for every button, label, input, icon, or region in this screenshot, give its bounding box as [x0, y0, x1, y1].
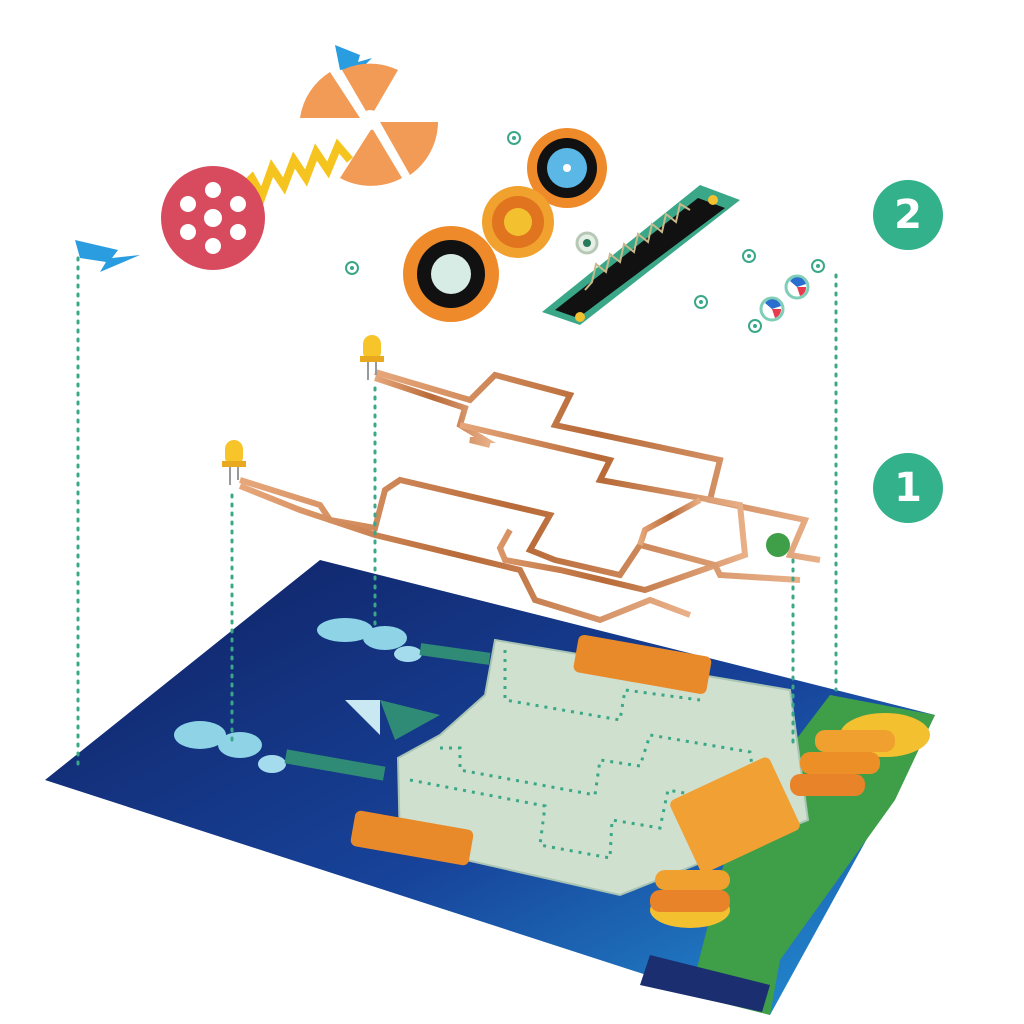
decorative-bumps: [650, 713, 930, 928]
connector-top: [573, 634, 712, 694]
lamp-icon: [174, 721, 386, 781]
battery-icon: [766, 533, 790, 557]
lightning-bolt-icon: [75, 240, 140, 272]
guide-lines: [76, 256, 838, 767]
led-icon: [360, 335, 384, 380]
lamp-icon: [317, 618, 491, 665]
small-discs: [345, 131, 825, 333]
sticker-layer: [75, 45, 825, 333]
step-2-number: 2: [894, 192, 922, 238]
wheel-icon: [161, 166, 265, 270]
lightning-bolt-icon: [335, 45, 372, 80]
step-1-number: 1: [894, 465, 922, 511]
copper-tape-circuit: [238, 369, 821, 624]
base-board: [45, 560, 935, 1015]
radiation-symbol-icon: [300, 63, 438, 186]
gem-icon: [345, 700, 440, 740]
connector-bottom: [350, 810, 474, 866]
step-2-badge: 2: [873, 180, 943, 250]
zigzag-spring-icon: [229, 138, 354, 206]
gear-icon: [482, 186, 554, 258]
step-1-badge: 1: [873, 453, 943, 523]
grass-strip: [690, 695, 935, 1015]
button-sticker: [527, 128, 607, 208]
connector-right: [670, 757, 800, 873]
resistor-icon: [542, 185, 740, 325]
button-sticker: [403, 226, 499, 322]
led-icon: [222, 440, 246, 485]
